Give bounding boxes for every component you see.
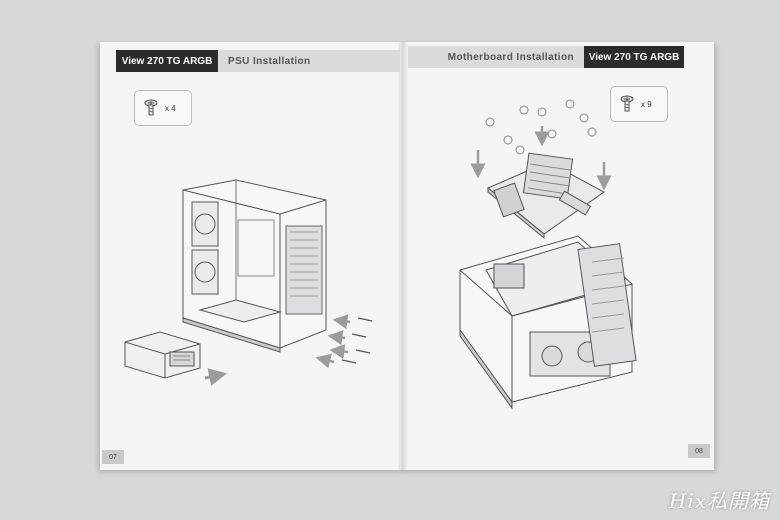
screw-direction-arrows [315,314,351,369]
right-screw-quantity: x 9 [641,99,652,109]
left-section-title: PSU Installation [218,50,400,72]
psu-screws [341,317,373,364]
right-section-title: Motherboard Installation [408,46,584,68]
right-page-number: 08 [688,444,710,458]
screw-icon [144,99,158,116]
left-screw-callout: x 4 [134,90,192,126]
standoff-markers [485,99,597,155]
left-page-number: 07 [102,450,124,464]
case-interior-illustration [459,235,637,410]
pc-case-illustration [182,179,327,353]
screw-icon [620,95,634,112]
right-model-label: View 270 TG ARGB [584,46,684,68]
psu-insert-arrow [204,368,227,386]
left-model-label: View 270 TG ARGB [116,50,218,72]
mount-direction-arrows [470,126,612,191]
right-screw-callout: x 9 [610,86,668,122]
left-screw-quantity: x 4 [165,103,176,113]
book-gutter [398,42,408,470]
motherboard-illustration [487,152,605,240]
watermark: Hix私開箱 [668,489,770,513]
psu-illustration [124,331,201,379]
